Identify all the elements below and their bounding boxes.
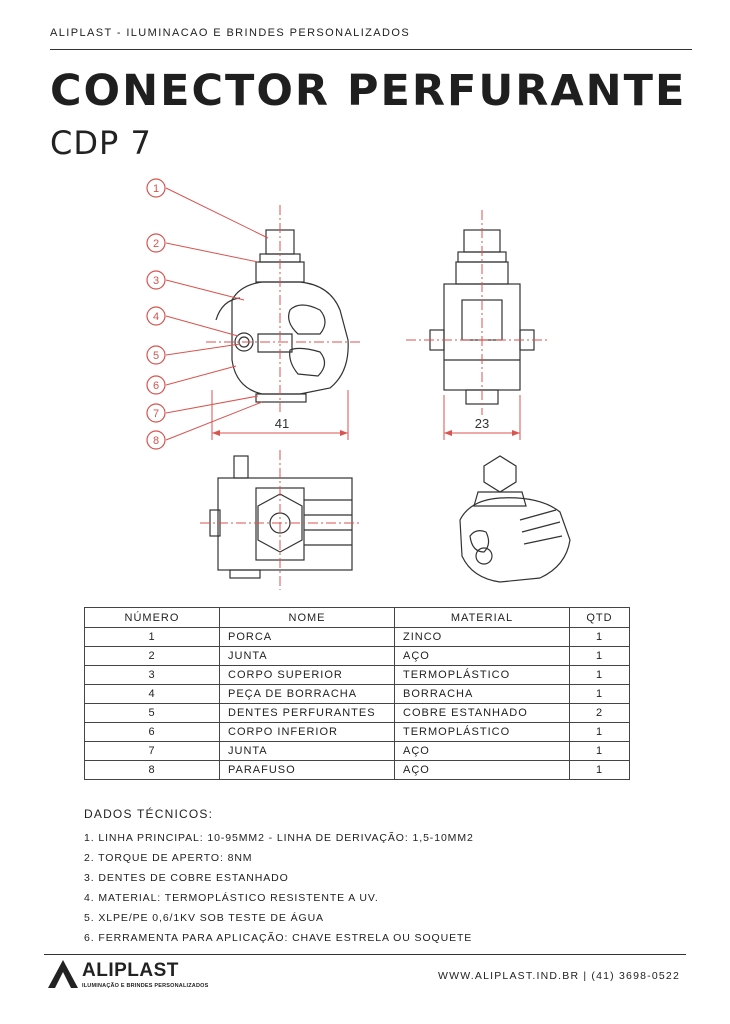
callout-4: 4 [153,311,159,323]
company-header: ALIPLAST - ILUMINACAO E BRINDES PERSONAL… [50,27,411,39]
header-rule [50,49,692,50]
cell-material: BORRACHA [394,684,570,704]
table-header-row: NÚMERO NOME MATERIAL QTD [84,607,630,628]
cell-numero: 4 [84,684,220,704]
column-header-numero: NÚMERO [84,607,220,628]
cell-nome: CORPO SUPERIOR [219,665,395,685]
dimension-depth: 23 [475,416,489,431]
cell-qtd: 1 [569,627,630,647]
tech-item: 3. DENTES DE COBRE ESTANHADO [84,872,289,884]
cell-qtd: 1 [569,741,630,761]
callout-8: 8 [153,435,159,447]
cell-qtd: 1 [569,722,630,742]
cell-qtd: 1 [569,684,630,704]
callout-2: 2 [153,238,159,250]
callout-1: 1 [153,183,159,195]
cell-numero: 8 [84,760,220,780]
cell-nome: JUNTA [219,646,395,666]
cell-nome: PARAFUSO [219,760,395,780]
product-title: CONECTOR PERFURANTE [50,66,687,116]
cell-qtd: 1 [569,665,630,685]
cell-material: AÇO [394,760,570,780]
cell-nome: JUNTA [219,741,395,761]
cell-nome: PEÇA DE BORRACHA [219,684,395,704]
callout-3: 3 [153,275,159,287]
column-header-qtd: QTD [569,607,630,628]
cell-numero: 3 [84,665,220,685]
column-header-nome: NOME [219,607,395,628]
tech-data-title: DADOS TÉCNICOS: [84,807,214,821]
top-view [209,455,353,579]
cell-nome: CORPO INFERIOR [219,722,395,742]
cell-material: COBRE ESTANHADO [394,703,570,723]
cell-material: AÇO [394,741,570,761]
column-header-material: MATERIAL [394,607,570,628]
isometric-view [459,455,571,583]
logo-name: ALIPLAST [82,960,179,981]
tech-item: 2. TORQUE DE APERTO: 8NM [84,852,253,864]
logo-tagline: ILUMINAÇÃO E BRINDES PERSONALIZADOS [82,983,209,989]
technical-drawing: 1 2 3 4 5 6 7 8 41 23 [146,178,571,590]
cell-nome: PORCA [219,627,395,647]
dimension-width: 41 [275,416,289,431]
cell-numero: 5 [84,703,220,723]
front-view [215,229,349,403]
tech-item: 6. FERRAMENTA PARA APLICAÇÃO: CHAVE ESTR… [84,932,473,944]
aliplast-logo-icon [48,960,78,988]
cell-numero: 7 [84,741,220,761]
product-model: CDP 7 [50,124,152,162]
tech-item: 1. LINHA PRINCIPAL: 10-95MM2 - LINHA DE … [84,832,474,844]
contact-info: WWW.ALIPLAST.IND.BR | (41) 3698-0522 [438,970,680,982]
callout-5: 5 [153,350,159,362]
cell-qtd: 2 [569,703,630,723]
cell-qtd: 1 [569,760,630,780]
tech-item: 4. MATERIAL: TERMOPLÁSTICO RESISTENTE A … [84,892,379,904]
tech-data-list: 1. LINHA PRINCIPAL: 10-95MM2 - LINHA DE … [84,828,474,948]
tech-item: 5. XLPE/PE 0,6/1KV SOB TESTE DE ÁGUA [84,912,324,924]
footer-rule [44,954,686,955]
callout-7: 7 [153,408,159,420]
cell-nome: DENTES PERFURANTES [219,703,395,723]
cell-material: TERMOPLÁSTICO [394,722,570,742]
cell-numero: 1 [84,627,220,647]
cell-numero: 6 [84,722,220,742]
callout-6: 6 [153,380,159,392]
cell-material: ZINCO [394,627,570,647]
cell-qtd: 1 [569,646,630,666]
cell-material: TERMOPLÁSTICO [394,665,570,685]
cell-numero: 2 [84,646,220,666]
cell-material: AÇO [394,646,570,666]
